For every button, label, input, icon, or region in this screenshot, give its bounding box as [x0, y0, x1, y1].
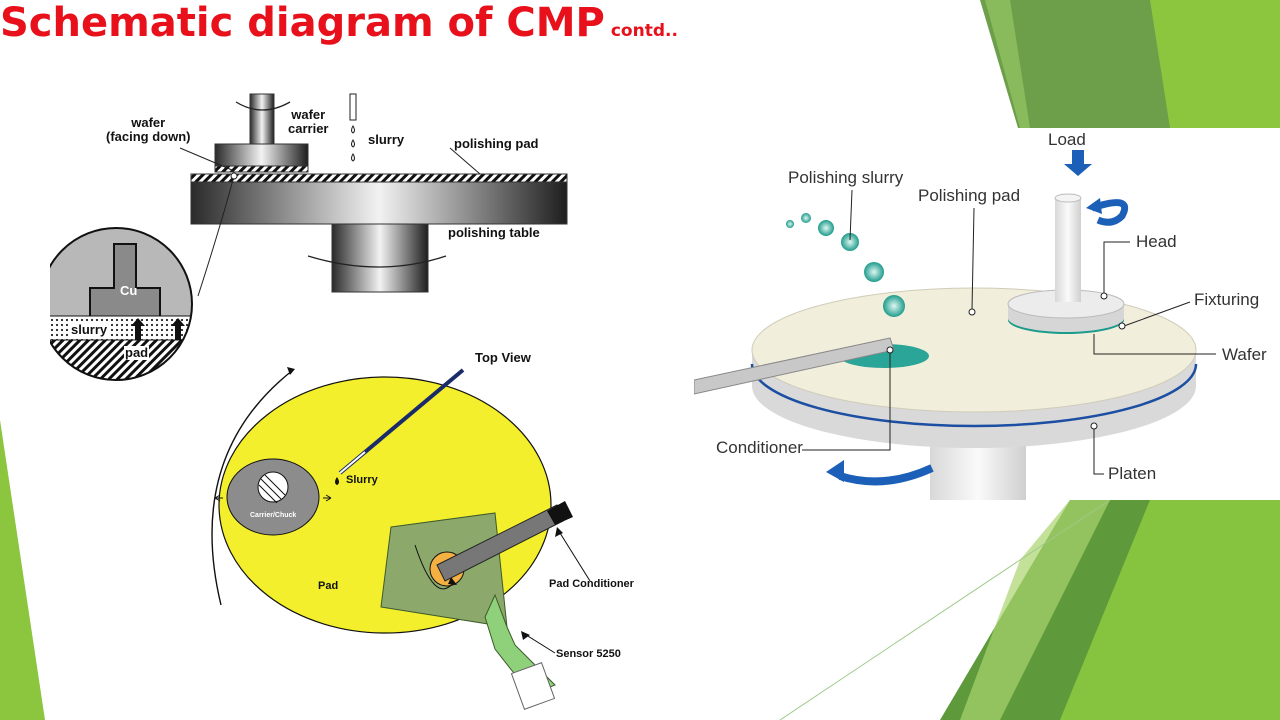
label-load: Load: [1048, 130, 1086, 149]
cmp-top-view-diagram: [211, 367, 591, 710]
inset-label-pad: pad: [124, 345, 150, 360]
label-wafer: Wafer: [1222, 345, 1267, 364]
label-head: Head: [1136, 232, 1177, 251]
slide-title-main: Schematic diagram of CMP: [0, 0, 605, 46]
label-polishing-table: polishing table: [448, 225, 540, 240]
label-polishing-slurry: Polishing slurry: [788, 168, 904, 187]
label-pad-conditioner: Pad Conditioner: [549, 578, 634, 590]
label-wafer-carrier: wafer carrier: [288, 107, 329, 136]
label-polishing-pad: polishing pad: [454, 136, 539, 151]
label-platen: Platen: [1108, 464, 1157, 483]
label-slurry: slurry: [368, 132, 405, 147]
label-iso-polishing-pad: Polishing pad: [918, 186, 1021, 205]
cmp-iso-view-panel: Load Polishing slurry Polishing pad Head…: [694, 128, 1280, 500]
inset-label-slurry: slurry: [70, 322, 109, 337]
label-fixturing: Fixturing: [1194, 290, 1260, 309]
inset-label-cu: Cu: [120, 283, 138, 298]
label-carrier-chuck: Carrier/Chuck: [250, 512, 297, 519]
label-sensor: Sensor 5250: [556, 648, 621, 660]
label-top-view: Top View: [475, 350, 531, 365]
cmp-side-view-diagram: [50, 93, 568, 381]
slide-title-suffix: contd..: [610, 21, 678, 41]
label-top-slurry: Slurry: [346, 474, 378, 486]
label-wafer-facing-down: wafer (facing down): [106, 115, 191, 144]
cmp-iso-view-diagram: [694, 150, 1216, 500]
label-top-pad: Pad: [318, 580, 339, 592]
label-conditioner: Conditioner: [716, 438, 803, 457]
